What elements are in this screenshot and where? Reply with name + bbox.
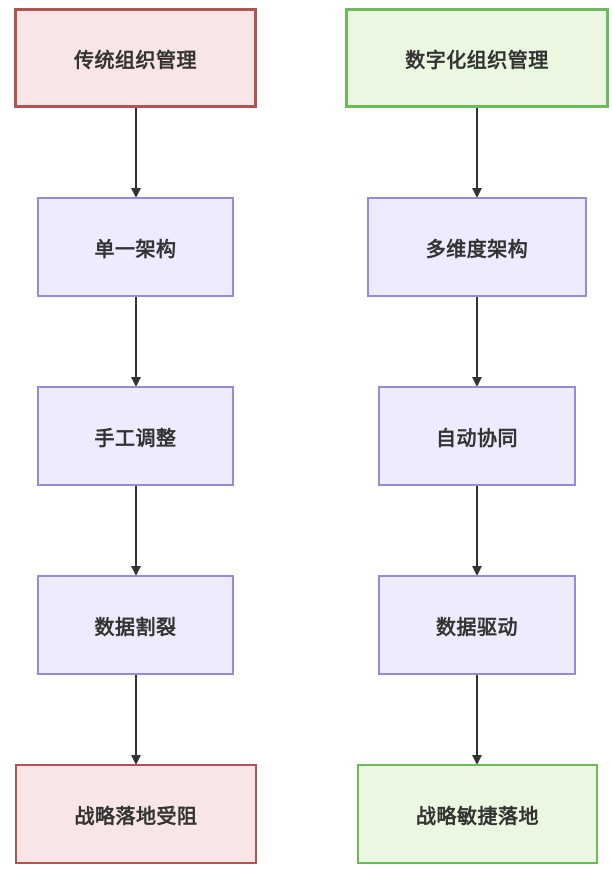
node-strategy-agile: 战略敏捷落地 bbox=[357, 764, 598, 864]
node-digital-management: 数字化组织管理 bbox=[345, 8, 609, 108]
node-data-fragmentation: 数据割裂 bbox=[37, 575, 234, 675]
node-auto-collaboration: 自动协同 bbox=[378, 386, 576, 486]
node-multidimensional-architecture: 多维度架构 bbox=[367, 197, 587, 297]
node-data-driven: 数据驱动 bbox=[378, 575, 576, 675]
node-single-architecture: 单一架构 bbox=[37, 197, 234, 297]
node-traditional-management: 传统组织管理 bbox=[14, 8, 257, 108]
node-manual-adjustment: 手工调整 bbox=[37, 386, 234, 486]
node-strategy-blocked: 战略落地受阻 bbox=[15, 764, 257, 864]
